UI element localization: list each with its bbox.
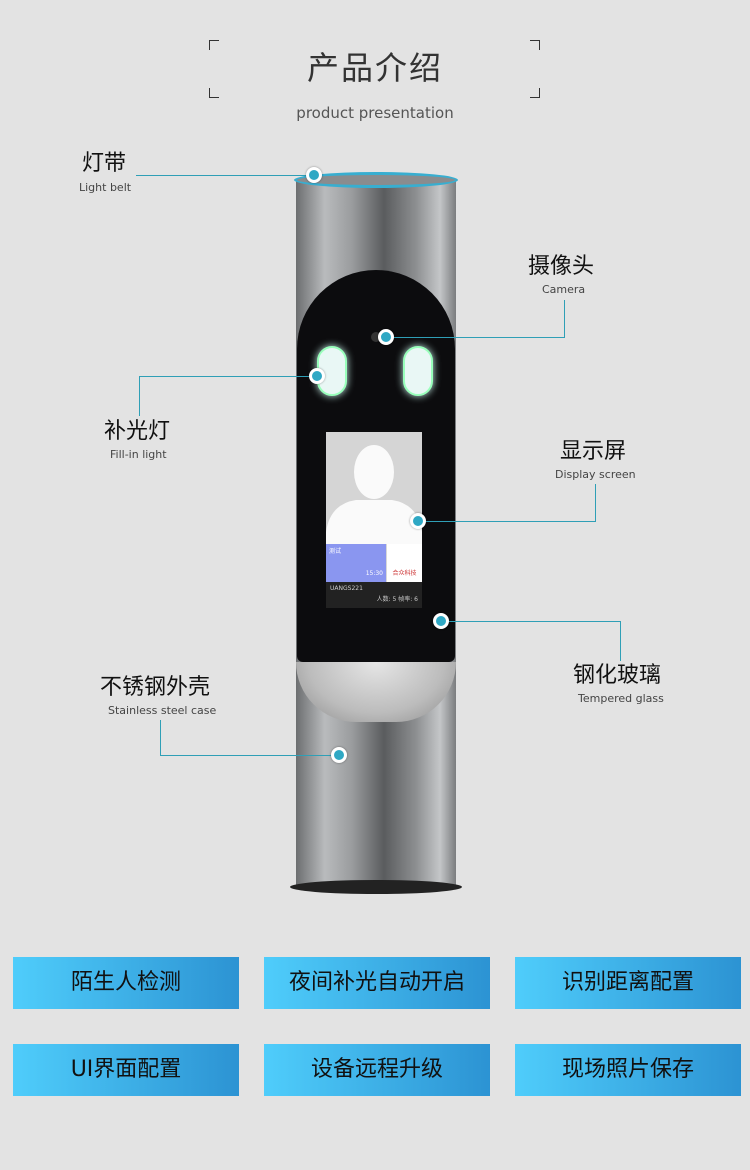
feature-night-fill-light: 夜间补光自动开启	[264, 957, 490, 1009]
camera-lens	[371, 332, 381, 342]
feature-ui-config: UI界面配置	[13, 1044, 239, 1096]
callout-light-belt-en: Light belt	[79, 181, 132, 194]
light-belt-marker	[306, 167, 322, 183]
frame-corner	[530, 88, 540, 98]
callout-fill-light: 补光灯	[104, 419, 171, 444]
camera-marker	[378, 329, 394, 345]
frame-corner	[530, 40, 540, 50]
tempered-glass-marker	[433, 613, 449, 629]
callout-display-screen: 显示屏	[560, 439, 627, 464]
fill-light-right	[403, 346, 433, 396]
steel-case-marker	[331, 747, 347, 763]
callout-light-belt: 灯带	[82, 151, 127, 176]
callout-tempered-glass: 钢化玻璃	[573, 663, 662, 688]
page-title: 产品介绍	[306, 49, 443, 87]
callout-camera: 摄像头	[528, 254, 595, 279]
screen-logo: 合众科技	[392, 570, 417, 577]
callout-steel-case-en: Stainless steel case	[108, 704, 217, 717]
feature-stranger-detection: 陌生人检测	[13, 957, 239, 1009]
screen-time: 15:30	[365, 570, 383, 577]
display-screen: 测试 15:30 合众科技 UANGS221 人数: 5 帧率: 6	[326, 432, 422, 608]
screen-label: 测试	[329, 548, 342, 555]
callout-display-screen-en: Display screen	[555, 468, 636, 481]
callout-fill-light-en: Fill-in light	[110, 448, 167, 461]
fill-light-marker	[309, 368, 325, 384]
pillar-base	[290, 880, 462, 894]
page-subtitle: product presentation	[296, 104, 454, 122]
callout-steel-case: 不锈钢外壳	[100, 675, 211, 700]
frame-corner	[209, 88, 219, 98]
light-belt	[294, 172, 458, 188]
feature-remote-upgrade: 设备远程升级	[264, 1044, 490, 1096]
fill-light-left	[317, 346, 347, 396]
screen-device-id: UANGS221	[330, 585, 363, 592]
display-screen-marker	[410, 513, 426, 529]
feature-recognition-distance: 识别距离配置	[515, 957, 741, 1009]
screen-stats: 人数: 5 帧率: 6	[376, 596, 418, 603]
frame-corner	[209, 40, 219, 50]
feature-photo-save: 现场照片保存	[515, 1044, 741, 1096]
portrait-silhouette-icon	[326, 432, 422, 544]
callout-tempered-glass-en: Tempered glass	[578, 692, 664, 705]
callout-camera-en: Camera	[542, 283, 586, 296]
